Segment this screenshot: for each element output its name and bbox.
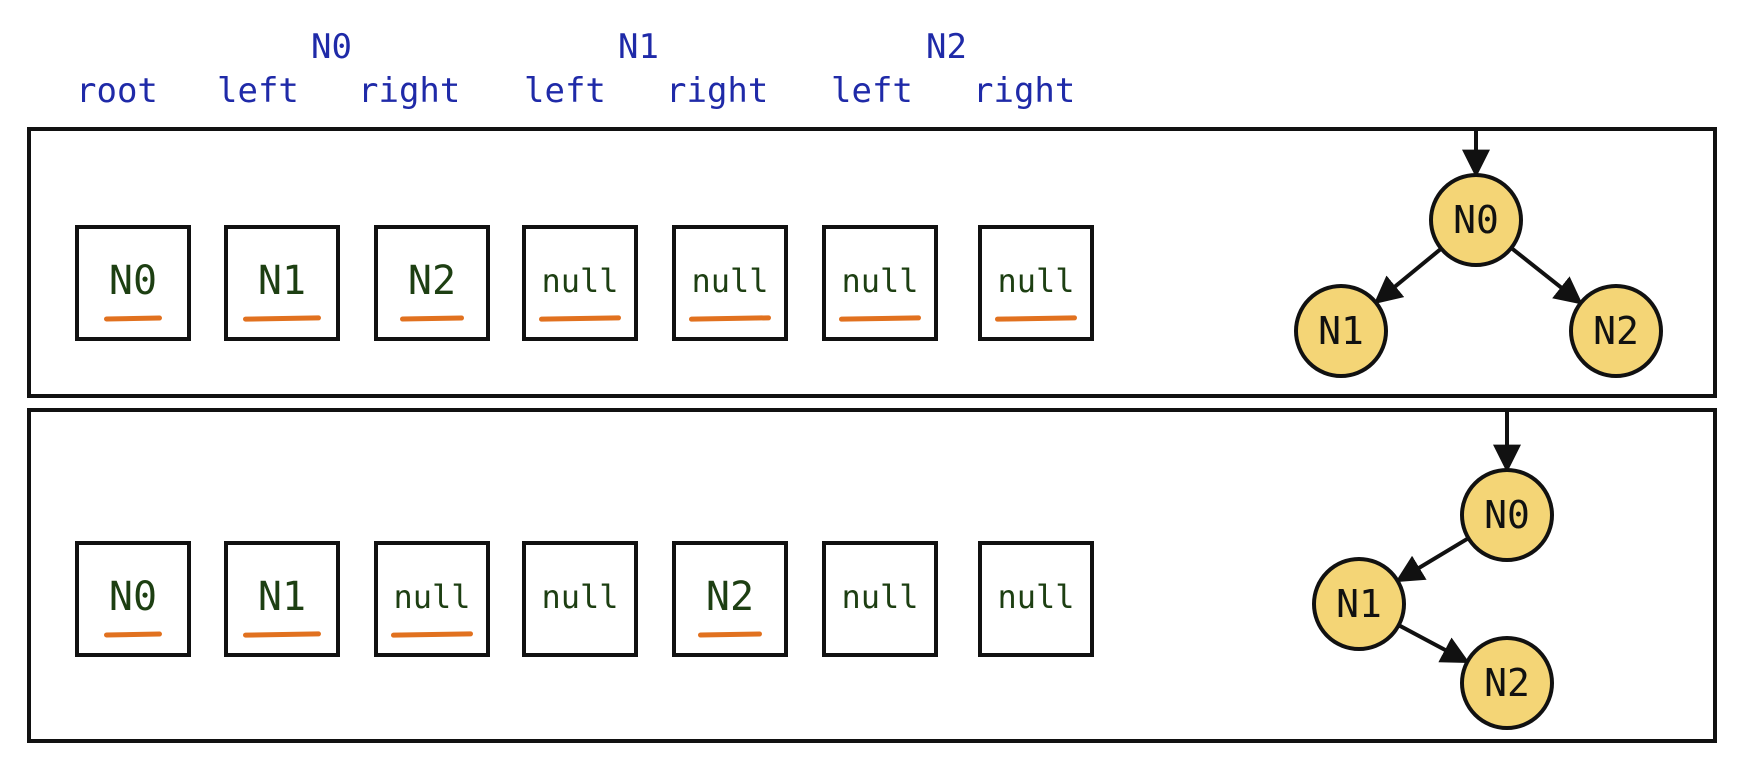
- memory-cell: null: [978, 225, 1094, 341]
- memory-cell: null: [822, 541, 938, 657]
- underline-mark: [838, 315, 922, 322]
- memory-cell: null: [522, 225, 638, 341]
- memory-cell: N1: [224, 541, 340, 657]
- underline-mark: [994, 315, 1078, 322]
- memory-cell: N1: [224, 225, 340, 341]
- cell-value: N0: [108, 574, 158, 620]
- header-field-n1-left: left: [524, 71, 606, 111]
- memory-cell: N0: [75, 541, 191, 657]
- underline-mark: [390, 631, 474, 638]
- cell-value: null: [541, 578, 619, 616]
- memory-cell: N2: [672, 541, 788, 657]
- memory-cell: null: [672, 225, 788, 341]
- cell-value: N0: [108, 258, 158, 304]
- underline-mark: [688, 315, 772, 322]
- cell-value: N2: [407, 258, 457, 304]
- header-group-n1: N1: [618, 27, 659, 67]
- memory-cell: null: [374, 541, 490, 657]
- header-field-n0-right: right: [358, 71, 461, 111]
- underline-mark: [242, 315, 322, 322]
- cell-value: N1: [257, 574, 307, 620]
- memory-cell: null: [522, 541, 638, 657]
- cell-value: null: [541, 262, 619, 300]
- cell-value: null: [841, 578, 919, 616]
- header-group-n2: N2: [926, 27, 967, 67]
- cell-value: N2: [705, 574, 755, 620]
- underline-mark: [538, 315, 622, 322]
- memory-cell: N0: [75, 225, 191, 341]
- cell-value: null: [997, 262, 1075, 300]
- underline-mark: [697, 631, 763, 638]
- underline-mark: [103, 315, 163, 322]
- header-field-n0-left: left: [217, 71, 299, 111]
- cell-value: null: [841, 262, 919, 300]
- cell-value: N1: [257, 258, 307, 304]
- cell-value: null: [997, 578, 1075, 616]
- header-field-root: root: [76, 71, 158, 111]
- cell-value: null: [393, 578, 471, 616]
- header-field-n2-right: right: [973, 71, 1076, 111]
- cell-value: null: [691, 262, 769, 300]
- header-group-n0: N0: [311, 27, 352, 67]
- header-field-n2-left: left: [831, 71, 913, 111]
- memory-cell: N2: [374, 225, 490, 341]
- memory-cell: null: [978, 541, 1094, 657]
- underline-mark: [399, 315, 465, 322]
- underline-mark: [103, 631, 163, 638]
- underline-mark: [242, 631, 322, 638]
- header-field-n1-right: right: [666, 71, 769, 111]
- memory-cell: null: [822, 225, 938, 341]
